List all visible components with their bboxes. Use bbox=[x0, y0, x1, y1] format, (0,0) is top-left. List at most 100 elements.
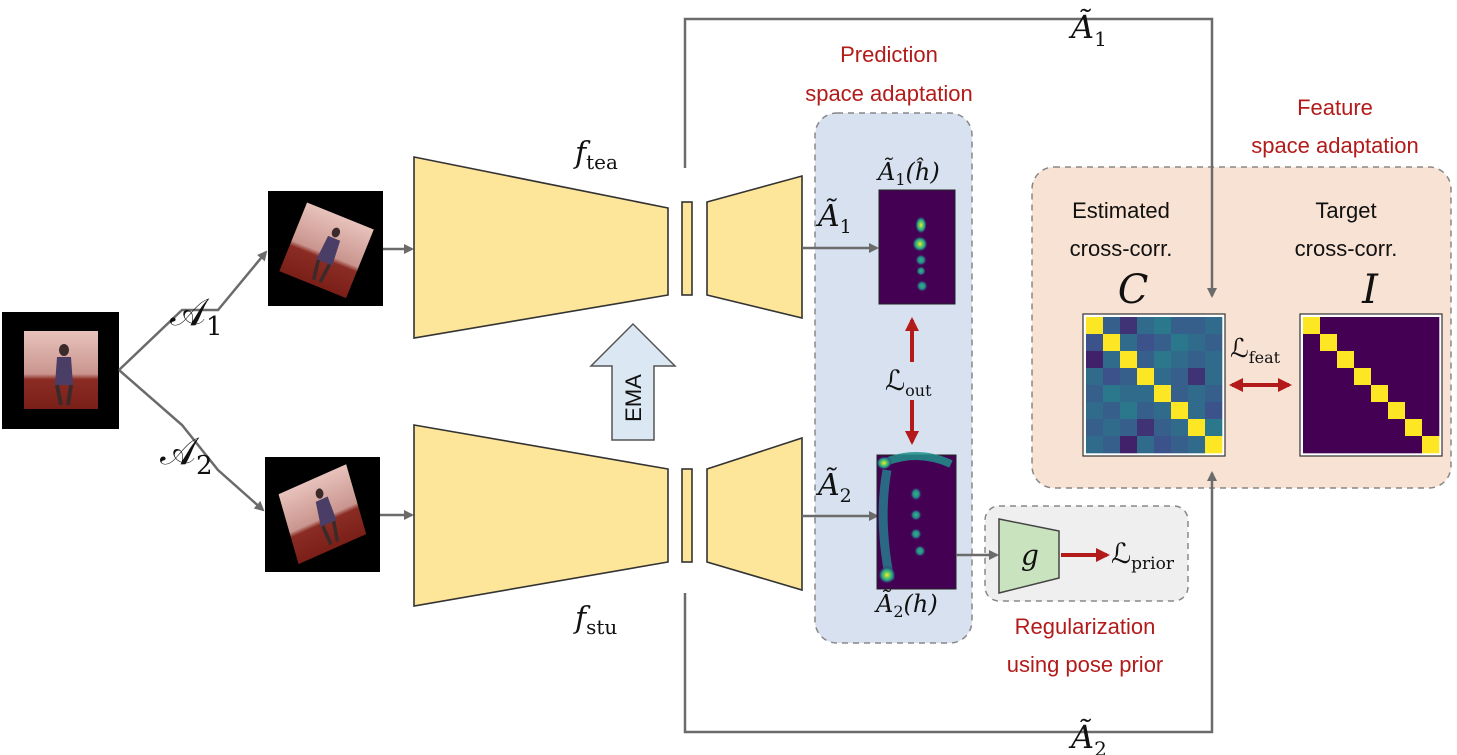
a2-tilde-label: Ã2 bbox=[815, 467, 852, 507]
estimated-matrix-cell bbox=[1120, 436, 1138, 454]
estimated-matrix-cell bbox=[1154, 334, 1172, 352]
estimated-matrix-cell bbox=[1086, 368, 1104, 386]
estimated-matrix-cell bbox=[1188, 334, 1206, 352]
estimated-caption-line2: cross-corr. bbox=[1070, 236, 1173, 261]
a1-label: 𝒜1 bbox=[170, 290, 223, 342]
target-matrix-cell bbox=[1371, 436, 1389, 454]
estimated-matrix-cell bbox=[1137, 334, 1155, 352]
prediction-title-line2: space adaptation bbox=[805, 81, 973, 106]
target-matrix-cell bbox=[1388, 402, 1406, 420]
target-matrix-cell bbox=[1320, 419, 1338, 437]
target-matrix-cell bbox=[1422, 317, 1440, 335]
estimated-matrix-cell bbox=[1137, 368, 1155, 386]
g-label: g bbox=[1021, 539, 1039, 572]
target-caption-line2: cross-corr. bbox=[1295, 236, 1398, 261]
estimated-matrix-cell bbox=[1188, 368, 1206, 386]
target-matrix-cell bbox=[1422, 436, 1440, 454]
target-matrix-cell bbox=[1388, 351, 1406, 369]
target-matrix-cell bbox=[1337, 402, 1355, 420]
estimated-matrix-cell bbox=[1205, 402, 1223, 420]
target-matrix-cell bbox=[1405, 402, 1423, 420]
target-matrix-cell bbox=[1303, 419, 1321, 437]
estimated-matrix-cell bbox=[1205, 334, 1223, 352]
target-matrix-cell bbox=[1303, 317, 1321, 335]
estimated-matrix-cell bbox=[1103, 368, 1121, 386]
estimated-matrix-cell bbox=[1120, 368, 1138, 386]
estimated-matrix-cell bbox=[1120, 351, 1138, 369]
regularization-title-line1: Regularization bbox=[1015, 614, 1156, 639]
estimated-matrix-cell bbox=[1086, 351, 1104, 369]
estimated-matrix-cell bbox=[1154, 385, 1172, 403]
estimated-matrix-cell bbox=[1188, 385, 1206, 403]
target-matrix-cell bbox=[1320, 334, 1338, 352]
estimated-matrix-cell bbox=[1154, 419, 1172, 437]
target-matrix-cell bbox=[1405, 419, 1423, 437]
estimated-matrix-cell bbox=[1137, 419, 1155, 437]
target-matrix-cell bbox=[1337, 368, 1355, 386]
estimated-matrix-cell bbox=[1205, 351, 1223, 369]
target-matrix-cell bbox=[1405, 368, 1423, 386]
target-matrix-cell bbox=[1303, 351, 1321, 369]
student-heatmap bbox=[876, 452, 957, 590]
target-matrix-cell bbox=[1303, 402, 1321, 420]
target-cross-corr-matrix bbox=[1299, 313, 1443, 457]
target-matrix-cell bbox=[1405, 351, 1423, 369]
estimated-matrix-cell bbox=[1086, 436, 1104, 454]
target-matrix-cell bbox=[1303, 334, 1321, 352]
a2-label: 𝒜2 bbox=[160, 429, 213, 481]
estimated-matrix-cell bbox=[1120, 419, 1138, 437]
target-matrix-cell bbox=[1303, 368, 1321, 386]
input-image bbox=[2, 312, 119, 429]
teacher-bottleneck bbox=[681, 201, 693, 296]
target-matrix-cell bbox=[1422, 334, 1440, 352]
target-matrix-cell bbox=[1337, 436, 1355, 454]
estimated-matrix-cell bbox=[1205, 317, 1223, 335]
target-matrix-cell bbox=[1320, 351, 1338, 369]
target-matrix-cell bbox=[1320, 317, 1338, 335]
f-stu-label: fstu bbox=[573, 601, 617, 639]
regularization-title-line2: using pose prior bbox=[1007, 652, 1164, 677]
a1-tilde-label: Ã1 bbox=[815, 198, 852, 238]
target-matrix-cell bbox=[1337, 351, 1355, 369]
branch-line-2 bbox=[118, 369, 265, 512]
prior-network bbox=[998, 518, 1060, 594]
estimated-matrix-cell bbox=[1171, 385, 1189, 403]
target-matrix-cell bbox=[1388, 436, 1406, 454]
target-caption-line1: Target bbox=[1315, 198, 1376, 223]
estimated-matrix-cell bbox=[1086, 402, 1104, 420]
estimated-matrix-cell bbox=[1120, 334, 1138, 352]
target-matrix-cell bbox=[1337, 385, 1355, 403]
estimated-matrix-cell bbox=[1171, 436, 1189, 454]
target-matrix-cell bbox=[1405, 317, 1423, 335]
estimated-matrix-cell bbox=[1205, 436, 1223, 454]
estimated-matrix-cell bbox=[1171, 419, 1189, 437]
l-out-label: ℒout bbox=[885, 364, 932, 400]
teacher-network bbox=[413, 156, 803, 339]
feature-title-line1: Feature bbox=[1297, 95, 1373, 120]
estimated-matrix-cell bbox=[1171, 351, 1189, 369]
a1-hat-h-label: Ã1(ĥ) bbox=[876, 157, 940, 189]
a1-tilde-top-label: Ã1 bbox=[1068, 8, 1107, 51]
estimated-matrix-cell bbox=[1188, 402, 1206, 420]
estimated-matrix-cell bbox=[1120, 385, 1138, 403]
estimated-matrix-cell bbox=[1171, 402, 1189, 420]
student-network bbox=[413, 424, 803, 607]
a2-h-label: Ã2(h) bbox=[874, 589, 938, 621]
estimated-matrix-cell bbox=[1137, 402, 1155, 420]
matrix-c-label: C bbox=[1118, 267, 1149, 313]
target-matrix-cell bbox=[1371, 385, 1389, 403]
target-matrix-cell bbox=[1354, 334, 1372, 352]
estimated-matrix-cell bbox=[1205, 385, 1223, 403]
student-decoder bbox=[706, 436, 803, 592]
estimated-matrix-cell bbox=[1171, 368, 1189, 386]
teacher-heatmap bbox=[878, 189, 956, 305]
target-matrix-cell bbox=[1337, 419, 1355, 437]
target-matrix-cell bbox=[1303, 436, 1321, 454]
estimated-matrix-cell bbox=[1103, 334, 1121, 352]
target-matrix-cell bbox=[1303, 385, 1321, 403]
loop-bottom-connector bbox=[683, 471, 1217, 734]
augmented-image-2 bbox=[265, 457, 380, 572]
target-matrix-cell bbox=[1388, 317, 1406, 335]
estimated-matrix-cell bbox=[1086, 385, 1104, 403]
target-matrix-cell bbox=[1371, 317, 1389, 335]
